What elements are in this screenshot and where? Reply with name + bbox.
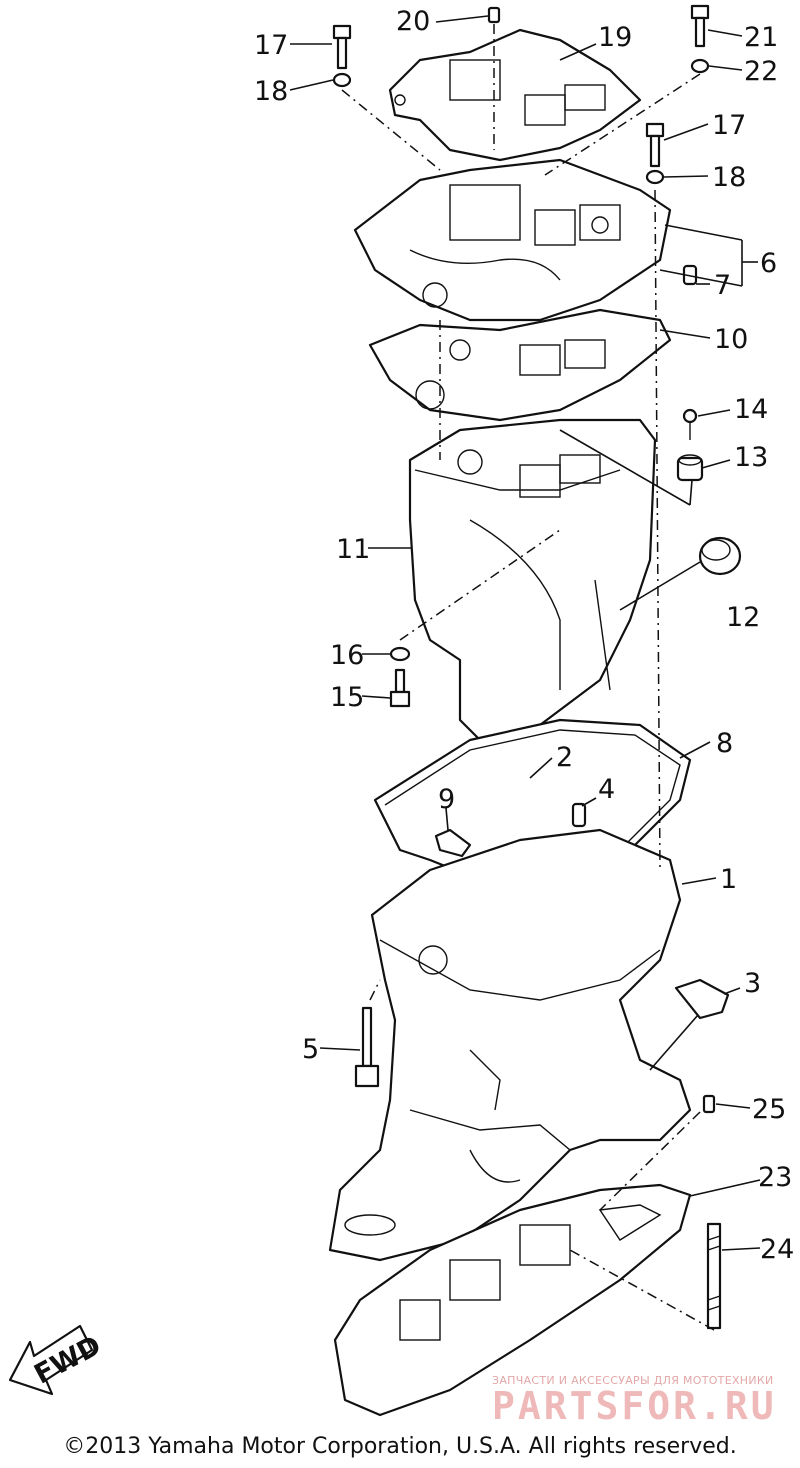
callout-23: 23 [758, 1162, 792, 1193]
callout-15: 15 [330, 682, 364, 713]
callout-25: 25 [752, 1094, 786, 1125]
callout-8: 8 [716, 728, 733, 759]
part-dowel-4 [571, 802, 587, 828]
callout-12: 12 [726, 602, 760, 633]
callout-2: 2 [556, 742, 573, 773]
callout-3: 3 [744, 968, 761, 999]
part-gasket-19 [388, 28, 642, 162]
callout-24: 24 [760, 1234, 794, 1265]
callout-18-right: 18 [712, 162, 746, 193]
part-bolt-15 [389, 668, 411, 708]
callout-17-top: 17 [254, 30, 288, 61]
part-washer-18-right [645, 169, 665, 185]
callout-11: 11 [336, 534, 370, 565]
part-bolt-17-top [332, 24, 352, 70]
callout-18-top: 18 [254, 76, 288, 107]
part-mount-23 [333, 1183, 692, 1417]
part-bolt-5 [354, 1006, 380, 1088]
part-cover-3 [674, 978, 730, 1020]
callout-10: 10 [714, 324, 748, 355]
callout-22: 22 [744, 56, 778, 87]
part-upper-casing-6 [353, 158, 672, 322]
callout-19: 19 [598, 22, 632, 53]
part-clip-9 [434, 828, 472, 858]
part-stud-24 [706, 1222, 722, 1330]
callout-6: 6 [760, 248, 777, 279]
callout-14: 14 [734, 394, 768, 425]
callout-21: 21 [744, 22, 778, 53]
callout-9: 9 [438, 784, 455, 815]
copyright-footer: ©2013 Yamaha Motor Corporation, U.S.A. A… [63, 1434, 737, 1459]
callout-5: 5 [302, 1034, 319, 1065]
callout-1: 1 [720, 864, 737, 895]
part-dowel-20 [487, 6, 501, 24]
callout-7: 7 [714, 270, 731, 301]
callout-labels: 1 2 3 4 5 6 7 8 9 10 11 12 13 14 15 16 1… [254, 6, 794, 1265]
part-damper-12 [698, 536, 742, 576]
part-lower-casing-1 [328, 828, 692, 1262]
leader-lines [289, 15, 761, 1251]
watermark-tagline: ЗАПЧАСТИ И АКСЕССУАРЫ ДЛЯ МОТОТЕХНИКИ [492, 1374, 774, 1387]
part-dowel-25 [702, 1094, 716, 1114]
part-oil-pan-11 [408, 418, 657, 742]
callout-17-right: 17 [712, 110, 746, 141]
part-screw-14 [682, 408, 698, 440]
part-washer-16 [389, 646, 411, 662]
fwd-direction-arrow: FWD [8, 1324, 106, 1396]
part-washer-18-top [332, 72, 352, 88]
callout-16: 16 [330, 640, 364, 671]
callout-20: 20 [396, 6, 430, 37]
part-grommet-13 [676, 454, 704, 482]
alignment-lines [341, 24, 715, 1331]
callout-4: 4 [598, 774, 615, 805]
part-washer-22 [690, 58, 710, 74]
part-bolt-21 [690, 4, 710, 48]
watermark-brand: PARTSFOR.RU [492, 1384, 777, 1428]
part-gasket-10 [368, 308, 672, 422]
part-bolt-17-right [645, 122, 665, 168]
callout-13: 13 [734, 442, 768, 473]
